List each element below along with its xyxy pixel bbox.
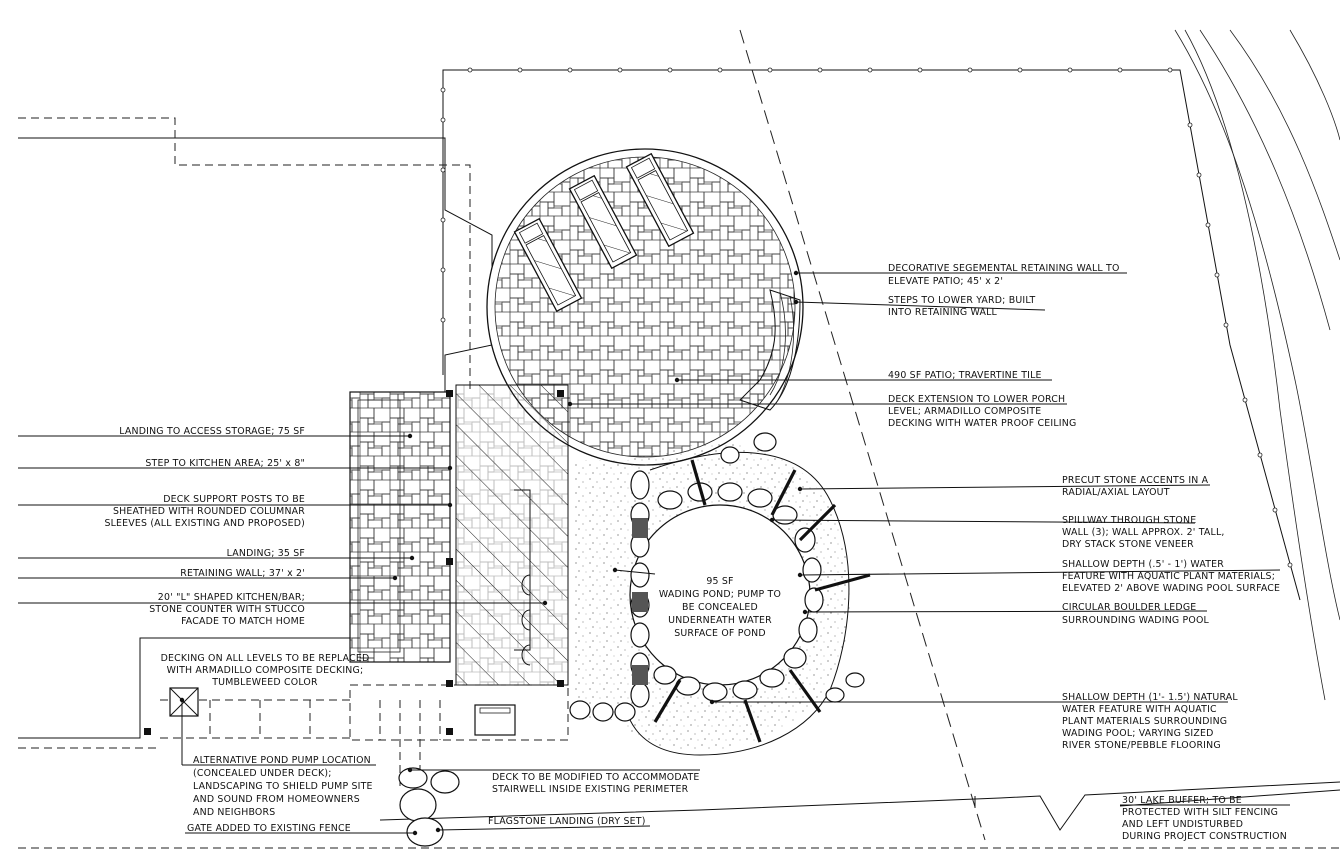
deck-area bbox=[144, 384, 569, 790]
label-patio: 490 SF PATIO; TRAVERTINE TILE bbox=[888, 370, 1042, 381]
label-step-kitchen: STEP TO KITCHEN AREA; 25' x 8" bbox=[145, 458, 305, 469]
label-alt-pump: ALTERNATIVE POND PUMP LOCATION bbox=[193, 755, 371, 766]
label-steps: STEPS TO LOWER YARD; BUILT bbox=[888, 295, 1035, 306]
label-deck-posts-2: SHEATHED WITH ROUNDED COLUMNAR bbox=[113, 506, 305, 517]
label-shallow-water-2: FEATURE WITH AQUATIC PLANT MATERIALS; bbox=[1062, 571, 1275, 582]
label-spillway-3: DRY STACK STONE VENEER bbox=[1062, 539, 1194, 550]
label-pond-5: SURFACE OF POND bbox=[674, 628, 766, 639]
label-precut-stone: PRECUT STONE ACCENTS IN A bbox=[1062, 475, 1209, 486]
label-kitchen-3: FACADE TO MATCH HOME bbox=[181, 616, 305, 627]
label-decking-3: TUMBLEWEED COLOR bbox=[211, 677, 318, 688]
label-deck-posts: DECK SUPPORT POSTS TO BE bbox=[163, 494, 305, 505]
flagstone-landing bbox=[398, 767, 460, 847]
label-kitchen: 20' "L" SHAPED KITCHEN/BAR; bbox=[158, 592, 305, 603]
label-retaining-wall-decorative-2: ELEVATE PATIO; 45' x 2' bbox=[888, 276, 1003, 287]
setback-line bbox=[739, 29, 986, 841]
label-deck-extension: DECK EXTENSION TO LOWER PORCH bbox=[888, 394, 1065, 405]
label-deck-modified-2: STAIRWELL INSIDE EXISTING PERIMETER bbox=[492, 784, 689, 795]
lounge-chairs bbox=[513, 152, 695, 313]
label-deck-posts-3: SLEEVES (ALL EXISTING AND PROPOSED) bbox=[104, 518, 305, 529]
label-pond-2: WADING POND; PUMP TO bbox=[659, 589, 781, 600]
label-spillway-2: WALL (3); WALL APPROX. 2' TALL, bbox=[1062, 527, 1225, 538]
label-lake-buffer-3: AND LEFT UNDISTURBED bbox=[1122, 819, 1243, 830]
label-pond-4: UNDERNEATH WATER bbox=[668, 615, 772, 626]
label-gate: GATE ADDED TO EXISTING FENCE bbox=[187, 823, 351, 834]
plan-labels: DECORATIVE SEGEMENTAL RETAINING WALL TO … bbox=[104, 263, 1287, 842]
property-fence bbox=[440, 67, 1301, 601]
house-outline bbox=[18, 117, 493, 749]
label-pond: 95 SF bbox=[706, 576, 733, 587]
label-natural-water: SHALLOW DEPTH (1'- 1.5') NATURAL bbox=[1062, 692, 1238, 703]
label-landing-storage: LANDING TO ACCESS STORAGE; 75 SF bbox=[119, 426, 305, 437]
label-retaining-37: RETAINING WALL; 37' x 2' bbox=[180, 568, 305, 579]
label-boulder-ledge: CIRCULAR BOULDER LEDGE bbox=[1062, 602, 1196, 613]
label-lake-buffer-2: PROTECTED WITH SILT FENCING bbox=[1122, 807, 1278, 818]
silt-fence bbox=[18, 781, 1340, 849]
label-natural-water-2: WATER FEATURE WITH AQUATIC bbox=[1062, 704, 1217, 715]
label-kitchen-2: STONE COUNTER WITH STUCCO bbox=[149, 604, 305, 615]
label-shallow-water-3: ELEVATED 2' ABOVE WADING POOL SURFACE bbox=[1062, 583, 1280, 594]
label-flagstone: FLAGSTONE LANDING (DRY SET) bbox=[488, 816, 646, 827]
label-natural-water-5: RIVER STONE/PEBBLE FLOORING bbox=[1062, 740, 1221, 751]
label-steps-2: INTO RETAINING WALL bbox=[888, 307, 998, 318]
label-shallow-water: SHALLOW DEPTH (.5' - 1') WATER bbox=[1062, 559, 1224, 570]
label-lake-buffer-4: DURING PROJECT CONSTRUCTION bbox=[1122, 831, 1287, 842]
label-natural-water-3: PLANT MATERIALS SURROUNDING bbox=[1062, 716, 1227, 727]
label-pond-3: BE CONCEALED bbox=[682, 602, 758, 613]
label-spillway: SPILLWAY THROUGH STONE bbox=[1062, 515, 1196, 526]
label-landing-35: LANDING; 35 SF bbox=[227, 548, 305, 559]
leader-lines bbox=[18, 270, 1290, 836]
label-precut-stone-2: RADIAL/AXIAL LAYOUT bbox=[1062, 487, 1170, 498]
label-alt-pump-5: AND NEIGHBORS bbox=[193, 807, 275, 818]
label-retaining-wall-decorative: DECORATIVE SEGEMENTAL RETAINING WALL TO bbox=[888, 263, 1120, 274]
pump-box bbox=[169, 687, 199, 717]
label-deck-extension-3: DECKING WITH WATER PROOF CEILING bbox=[888, 418, 1076, 429]
label-decking: DECKING ON ALL LEVELS TO BE REPLACED bbox=[161, 653, 370, 664]
label-boulder-ledge-2: SURROUNDING WADING POOL bbox=[1062, 615, 1210, 626]
label-deck-modified: DECK TO BE MODIFIED TO ACCOMMODATE bbox=[492, 772, 700, 783]
lake-contours bbox=[1174, 29, 1340, 701]
label-alt-pump-2: (CONCEALED UNDER DECK); bbox=[193, 768, 332, 779]
label-natural-water-4: WADING POOL; VARYING SIZED bbox=[1062, 728, 1214, 739]
label-lake-buffer: 30' LAKE BUFFER; TO BE bbox=[1122, 795, 1242, 806]
label-decking-2: WITH ARMADILLO COMPOSITE DECKING; bbox=[167, 665, 364, 676]
label-alt-pump-4: AND SOUND FROM HOMEOWNERS bbox=[193, 794, 360, 805]
label-deck-extension-2: LEVEL; ARMADILLO COMPOSITE bbox=[888, 406, 1041, 417]
label-alt-pump-3: LANDSCAPING TO SHIELD PUMP SITE bbox=[193, 781, 373, 792]
